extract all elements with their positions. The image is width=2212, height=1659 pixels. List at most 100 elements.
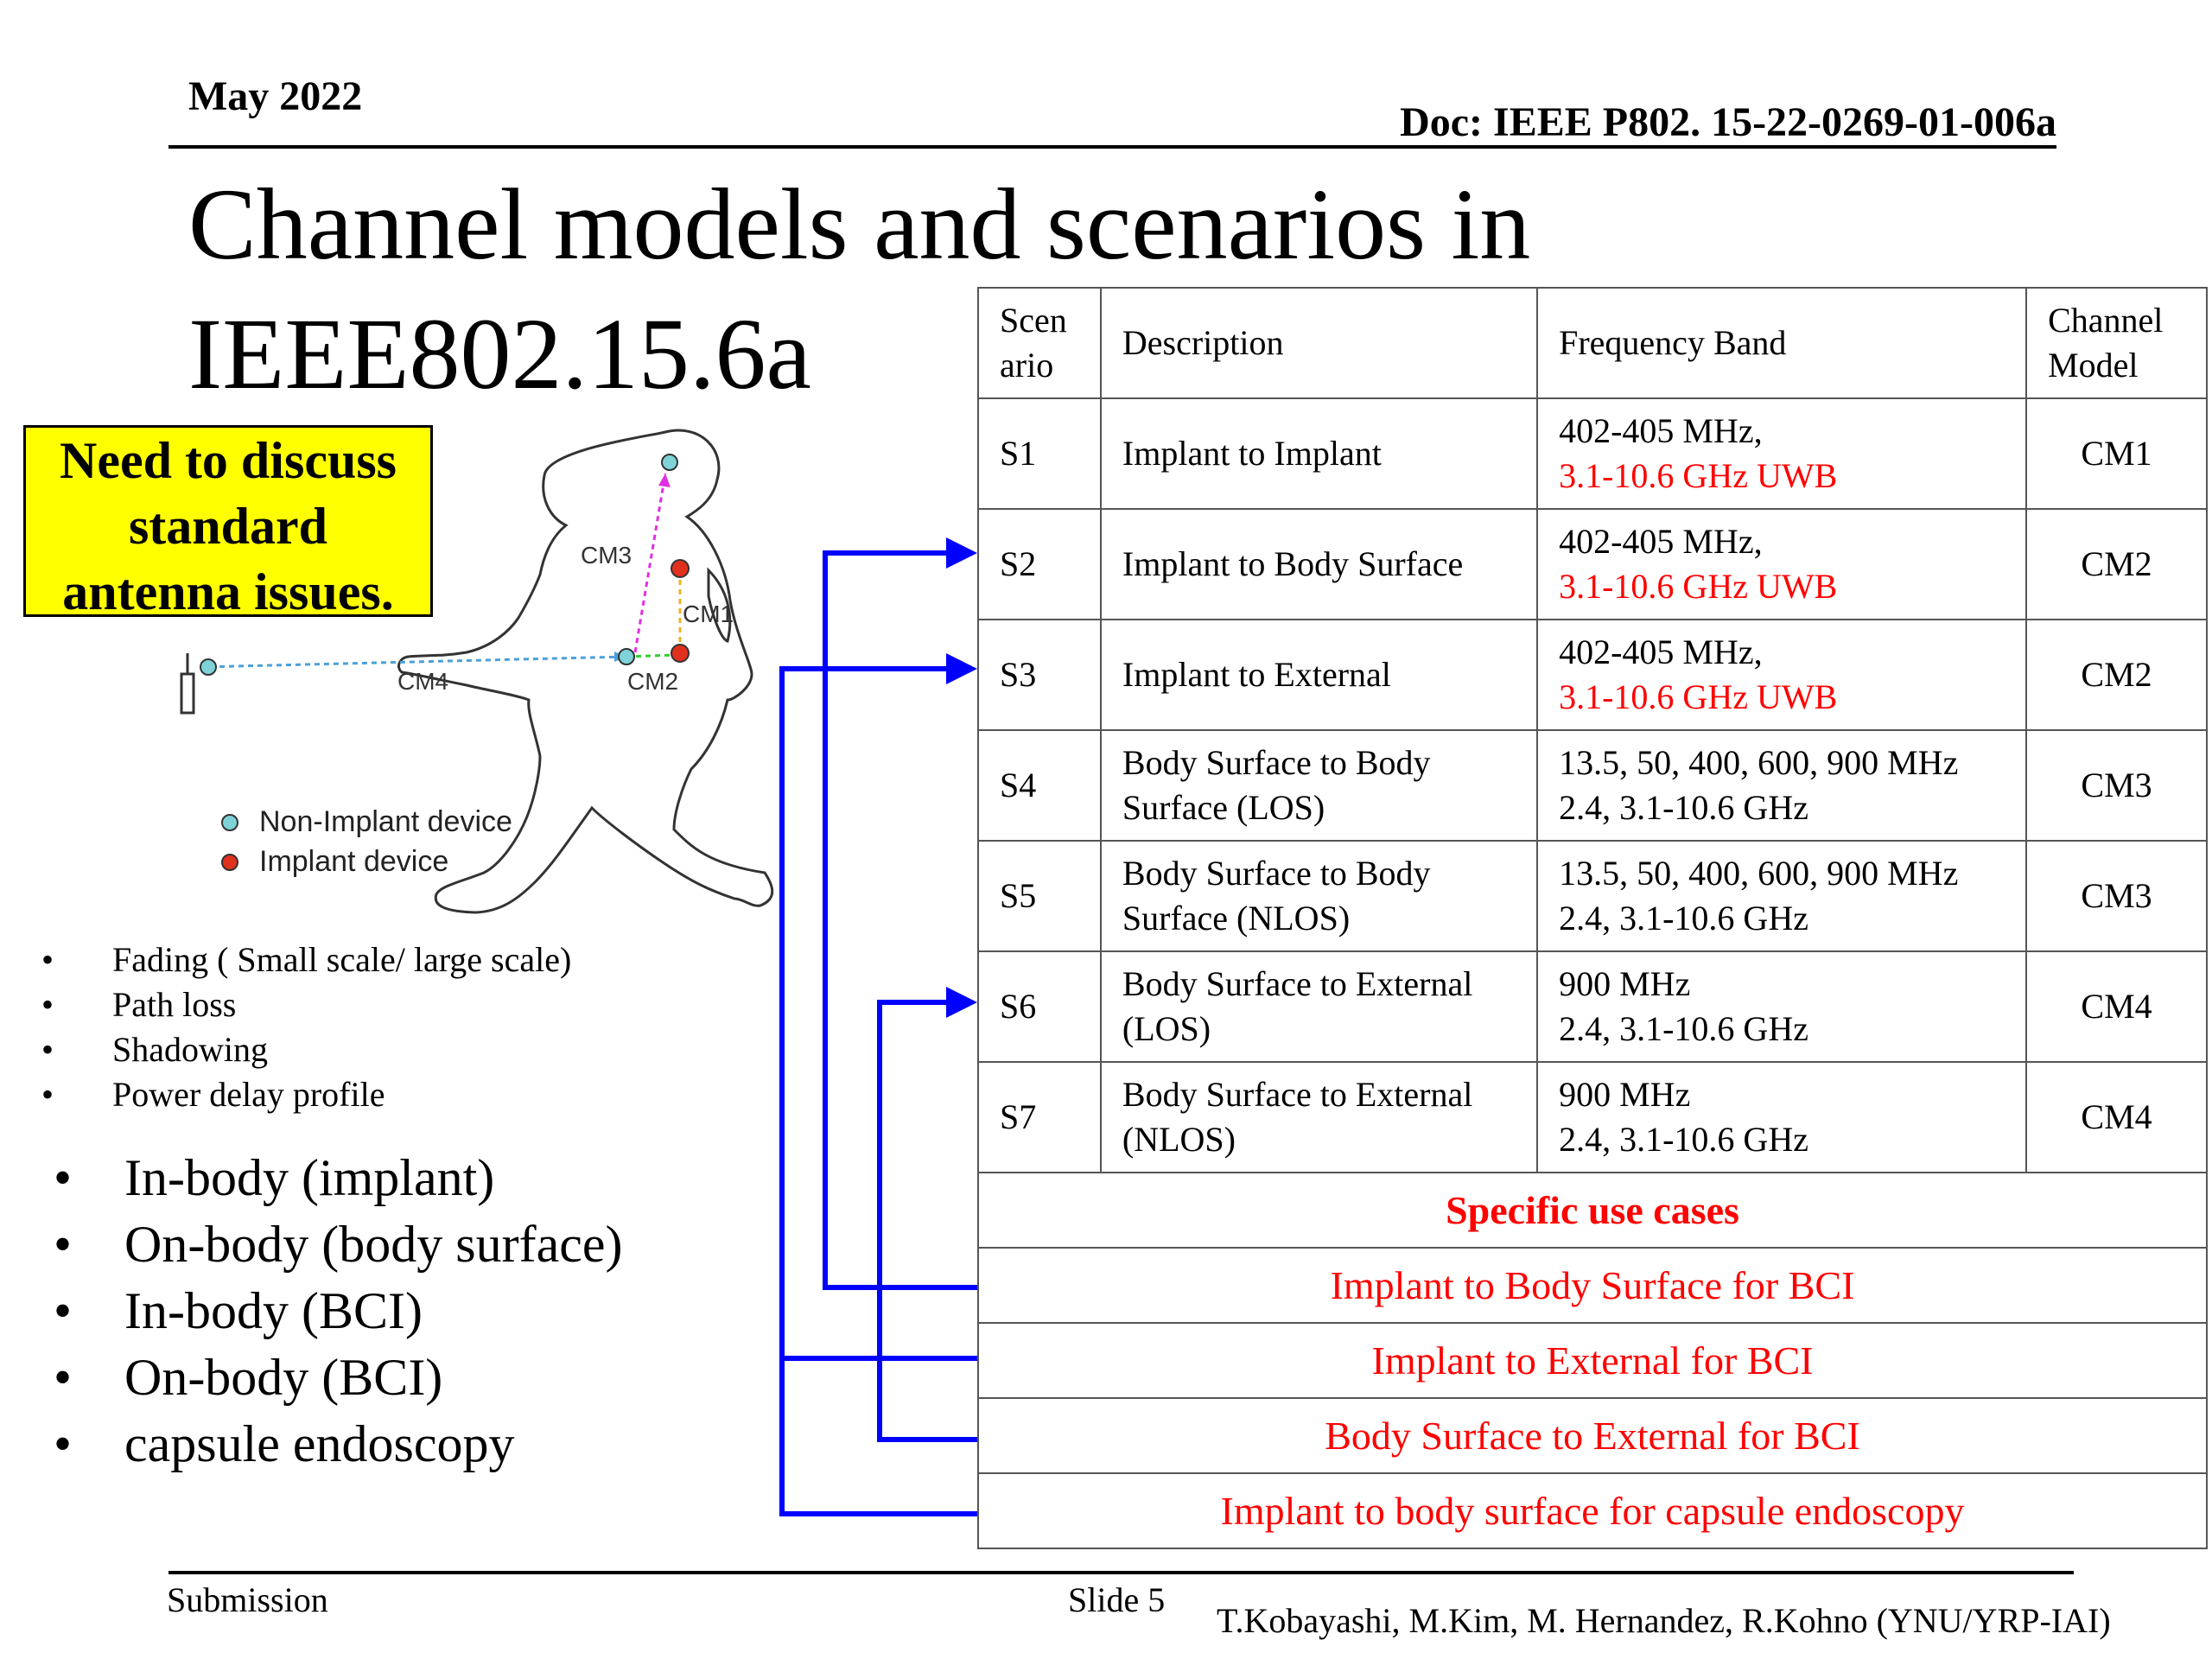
human-body-outline <box>397 429 774 914</box>
device-ext <box>200 658 217 676</box>
table-row: S4 Body Surface to Body Surface (LOS) 13… <box>977 729 2208 842</box>
cm1-label: CM1 <box>683 601 734 627</box>
footer-divider <box>168 1571 2074 1574</box>
list-item: Power delay profile <box>41 1072 571 1117</box>
description-cell: Implant to Body Surface <box>1099 508 1539 620</box>
frequency-line: 900 MHz <box>1559 1075 1691 1114</box>
use-case-cell: Implant to body surface for capsule endo… <box>977 1472 2208 1549</box>
frequency-line: 2.4, 3.1-10.6 GHz <box>1559 1009 1808 1048</box>
footer-submission: Submission <box>167 1580 328 1619</box>
connector-to-s6 <box>877 1000 977 1442</box>
body-categories-list: In-body (implant) On-body (body surface)… <box>54 1145 622 1478</box>
table-row: S1 Implant to Implant 402-405 MHz,3.1-10… <box>977 397 2208 510</box>
device-chest <box>618 648 635 665</box>
frequency-cell: 13.5, 50, 400, 600, 900 MHz 2.4, 3.1-10.6… <box>1536 840 2028 952</box>
antenna-issue-callout: Need to discuss standard antenna issues. <box>23 425 433 620</box>
channel-model-cell: CM4 <box>2025 950 2208 1063</box>
frequency-line: 2.4, 3.1-10.6 GHz <box>1559 788 1808 827</box>
frequency-cell: 900 MHz 2.4, 3.1-10.6 GHz <box>1536 950 2028 1063</box>
channel-model-cell: CM2 <box>2025 619 2208 731</box>
scenario-cell: S5 <box>977 840 1102 952</box>
header-scenario: Scen ario <box>977 287 1102 399</box>
legend-non-implant: Non-Implant device <box>259 805 512 838</box>
list-item: Fading ( Small scale/ large scale) <box>41 938 571 982</box>
connector-to-s2 <box>823 550 977 1290</box>
use-cases-title: Specific use cases <box>977 1172 2208 1249</box>
cm4-label: CM4 <box>397 668 448 695</box>
use-case-cell: Body Surface to External for BCI <box>977 1397 2208 1474</box>
scenario-cell: S1 <box>977 397 1102 510</box>
use-case-row: Implant to body surface for capsule endo… <box>977 1472 2208 1549</box>
table-row: S3 Implant to External 402-405 MHz, 3.1-1… <box>977 619 2208 731</box>
frequency-uwb-line: 3.1-10.6 GHz UWB <box>1559 677 1838 716</box>
use-case-cell: Implant to External for BCI <box>977 1322 2208 1399</box>
use-cases-header-row: Specific use cases <box>977 1172 2208 1249</box>
header-description: Description <box>1099 287 1539 399</box>
slide-title: Channel models and scenarios in IEEE802.… <box>188 168 1531 410</box>
frequency-uwb-line: 3.1-10.6 GHz UWB <box>1559 456 1838 495</box>
channel-effects-list: Fading ( Small scale/ large scale) Path … <box>41 938 571 1117</box>
header-date: May 2022 <box>188 73 363 119</box>
channel-model-cell: CM1 <box>2025 397 2208 510</box>
list-item: Shadowing <box>41 1027 571 1072</box>
footer-slide-number: Slide 5 <box>1068 1580 1166 1619</box>
cm2-label: CM2 <box>627 668 678 695</box>
description-cell: Implant to External <box>1099 619 1539 731</box>
arrowhead-s2 <box>946 537 977 569</box>
frequency-line: 900 MHz <box>1559 964 1691 1003</box>
scenario-cell: S3 <box>977 619 1102 731</box>
frequency-line: 13.5, 50, 400, 600, 900 MHz <box>1559 743 1959 782</box>
footer-authors: T.Kobayashi, M.Kim, M. Hernandez, R.Kohn… <box>1217 1601 2111 1640</box>
header-divider <box>168 145 2056 149</box>
implant-upper <box>671 559 690 578</box>
description-cell: Body Surface to Body Surface (LOS) <box>1099 729 1539 842</box>
table-row: S6 Body Surface to External (LOS) 900 MH… <box>977 950 2208 1063</box>
connector-capsule <box>779 1358 977 1516</box>
table-row: S5 Body Surface to Body Surface (NLOS) 1… <box>977 840 2208 952</box>
implant-lower <box>671 644 690 663</box>
scenario-table: Scen ario Description Frequency Band Cha… <box>977 287 2208 1549</box>
frequency-cell: 13.5, 50, 400, 600, 900 MHz 2.4, 3.1-10.6… <box>1536 729 2028 842</box>
table-row: S2 Implant to Body Surface 402-405 MHz, 3… <box>977 508 2208 620</box>
list-item: In-body (implant) <box>54 1145 622 1211</box>
list-item: On-body (body surface) <box>54 1211 622 1278</box>
scenario-cell: S6 <box>977 950 1102 1063</box>
arrowhead-s6 <box>946 987 977 1018</box>
list-item: Path loss <box>41 982 571 1027</box>
external-antenna-icon <box>180 672 195 715</box>
channel-model-cell: CM3 <box>2025 729 2208 842</box>
arrowhead-s3 <box>946 653 977 684</box>
channel-model-cell: CM4 <box>2025 1061 2208 1173</box>
body-channel-diagram: CM3 CM1 CM2 CM4 Non-Implant device Impla… <box>180 429 774 914</box>
table-row: S7 Body Surface to External (NLOS) 900 M… <box>977 1061 2208 1173</box>
frequency-line: 402-405 MHz, <box>1559 632 1763 671</box>
description-cell: Body Surface to External (LOS) <box>1099 950 1539 1063</box>
use-case-cell: Implant to Body Surface for BCI <box>977 1247 2208 1324</box>
callout-line-2: standard <box>128 498 328 555</box>
scenario-cell: S7 <box>977 1061 1102 1173</box>
legend-implant: Implant device <box>259 845 448 878</box>
list-item: In-body (BCI) <box>54 1278 622 1344</box>
scenario-cell: S2 <box>977 508 1102 620</box>
header-channel-model: Channel Model <box>2025 287 2208 399</box>
frequency-line: 2.4, 3.1-10.6 GHz <box>1559 899 1808 938</box>
frequency-line: 402-405 MHz, <box>1559 522 1763 561</box>
cm3-label: CM3 <box>581 542 632 569</box>
frequency-cell: 402-405 MHz, 3.1-10.6 GHz UWB <box>1536 508 2028 620</box>
channel-model-cell: CM3 <box>2025 840 2208 952</box>
use-case-row: Implant to Body Surface for BCI <box>977 1247 2208 1324</box>
use-case-row: Implant to External for BCI <box>977 1322 2208 1399</box>
description-cell: Implant to Implant <box>1099 397 1539 510</box>
frequency-line: 13.5, 50, 400, 600, 900 MHz <box>1559 854 1959 893</box>
frequency-cell: 402-405 MHz, 3.1-10.6 GHz UWB <box>1536 619 2028 731</box>
channel-model-cell: CM2 <box>2025 508 2208 620</box>
header-frequency: Frequency Band <box>1536 287 2028 399</box>
description-cell: Body Surface to External (NLOS) <box>1099 1061 1539 1173</box>
frequency-cell: 900 MHz 2.4, 3.1-10.6 GHz <box>1536 1061 2028 1173</box>
use-case-row: Body Surface to External for BCI <box>977 1397 2208 1474</box>
frequency-line: 2.4, 3.1-10.6 GHz <box>1559 1120 1808 1159</box>
scenario-cell: S4 <box>977 729 1102 842</box>
frequency-uwb-line: 3.1-10.6 GHz UWB <box>1559 567 1838 606</box>
callout-line-1: Need to discuss <box>59 432 397 489</box>
callout-line-3: antenna issues. <box>62 563 394 620</box>
